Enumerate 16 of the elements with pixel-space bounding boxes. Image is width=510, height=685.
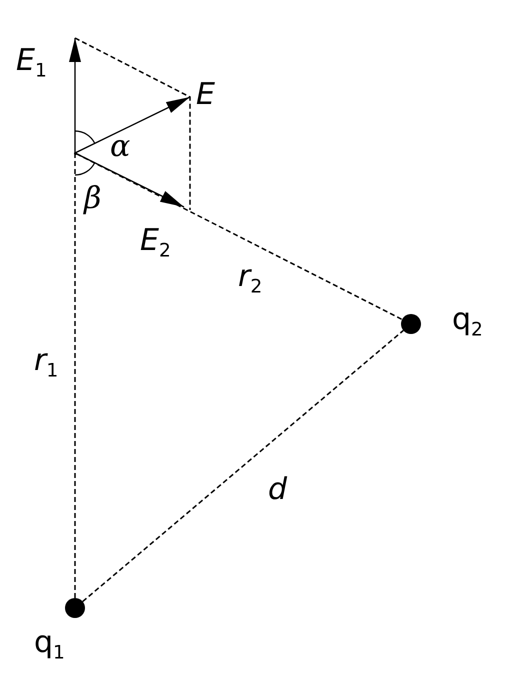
dashed-line: [76, 153, 402, 320]
edge-label: d: [268, 475, 288, 505]
angle-label: α: [110, 132, 130, 162]
point: [74, 152, 76, 154]
angle-label: β: [84, 184, 102, 214]
edge-label: r$_{2}$: [238, 262, 262, 298]
vector-label: E$_{2}$: [140, 226, 171, 262]
vector-label: E: [196, 80, 215, 110]
charge-dot: [401, 314, 421, 334]
edge-label: r$_{1}$: [34, 346, 58, 382]
charge-dot: [65, 598, 85, 618]
dashed-line: [82, 330, 404, 602]
vector-label: E$_{1}$: [16, 46, 47, 82]
dashed-line: [74, 154, 76, 598]
charge-label: q$_{2}$: [452, 305, 483, 340]
charge-label: q$_{1}$: [34, 628, 65, 664]
